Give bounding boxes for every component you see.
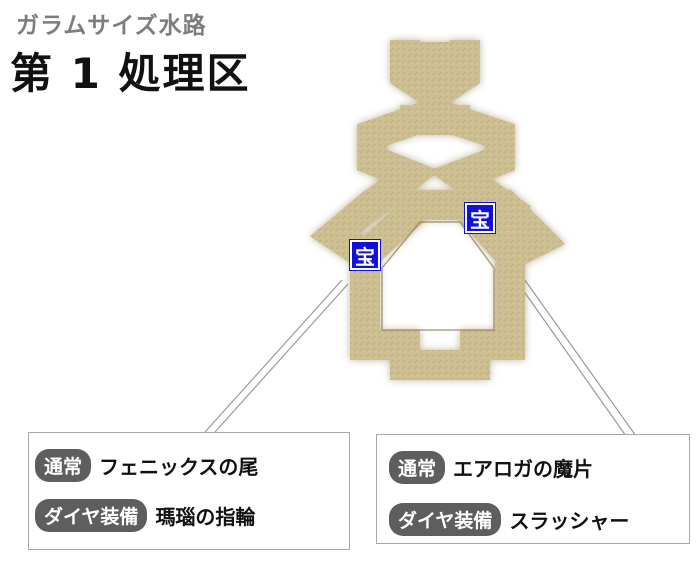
left-diamond-item: 瑪瑙の指輪 [155,505,256,529]
right-normal-item: エアロガの魔片 [453,457,594,481]
left-treasure-panel: 通常 フェニックスの尾 ダイヤ装備 瑪瑙の指輪 [28,432,350,550]
left-normal-row: 通常 フェニックスの尾 [35,449,258,482]
inner-hollows [381,221,495,331]
map-corridors [309,40,566,380]
corridor-upper-right [428,101,531,231]
right-normal-row: 通常 エアロガの魔片 [389,451,593,484]
normal-tag: 通常 [35,449,92,482]
leader-line-left-b [214,283,349,433]
treasure-chest-left[interactable]: 宝 [349,239,381,271]
right-diamond-row: ダイヤ装備 スラッシャー [389,503,629,536]
leader-lines [204,261,637,437]
diamond-equip-tag: ダイヤ装備 [35,499,148,532]
map-subtitle: ガラムサイズ水路 [16,13,207,39]
leader-line-left-a [204,279,343,433]
leader-line-right-b [505,265,627,437]
treasure-chest-right[interactable]: 宝 [464,202,496,234]
diamond-equip-tag: ダイヤ装備 [389,503,502,536]
right-diamond-item: スラッシャー [509,509,630,533]
leader-line-right-a [511,261,637,437]
left-normal-item: フェニックスの尾 [99,455,259,479]
hollow-central [381,221,495,331]
corridor-walls [309,40,566,380]
map-title: 第 1 処理区 [10,49,251,98]
normal-tag: 通常 [389,451,446,484]
right-treasure-panel: 通常 エアロガの魔片 ダイヤ装備 スラッシャー [376,434,690,544]
left-diamond-row: ダイヤ装備 瑪瑙の指輪 [35,499,255,532]
corridor-top-right-arm [414,40,480,116]
corridor-upper-left [343,100,440,232]
